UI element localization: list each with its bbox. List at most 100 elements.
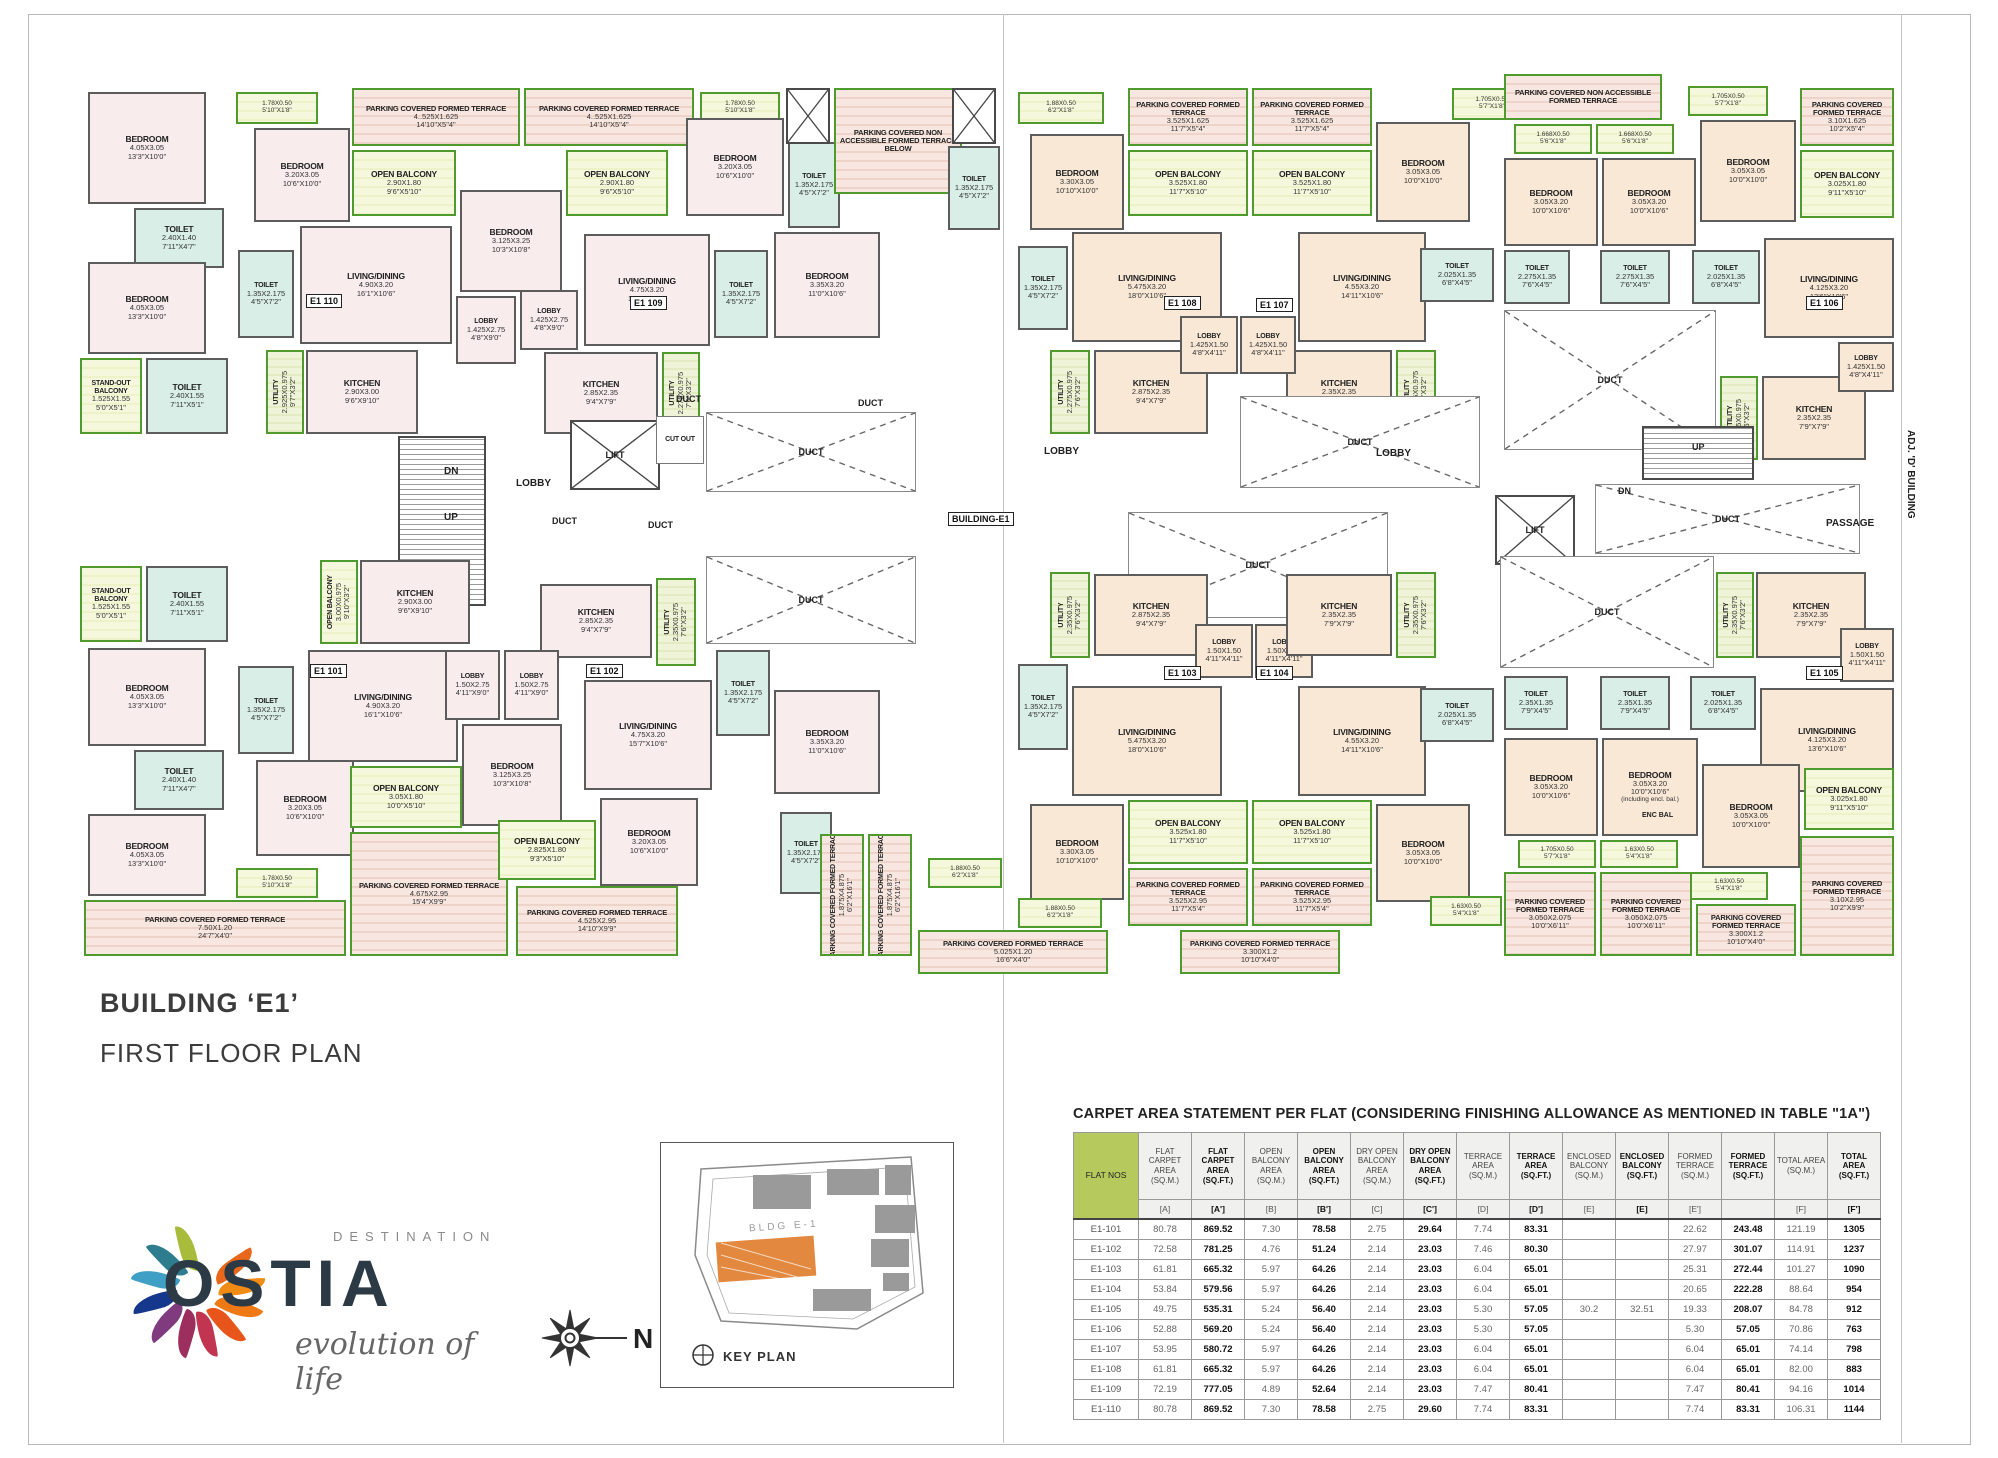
area-value-cell: 23.03 [1403, 1279, 1457, 1300]
area-value-cell [1615, 1259, 1669, 1280]
col-bracket-label: [C'] [1403, 1199, 1457, 1220]
area-value-cell: 243.48 [1721, 1218, 1775, 1240]
area-value-cell: 6.04 [1456, 1339, 1510, 1360]
area-value-cell [1615, 1239, 1669, 1260]
area-value-cell: 56.40 [1297, 1319, 1351, 1340]
area-value-cell [1562, 1399, 1616, 1420]
area-value-cell: 954 [1827, 1279, 1881, 1300]
area-value-cell: 5.97 [1244, 1259, 1298, 1280]
area-value-cell: 6.04 [1456, 1359, 1510, 1380]
plan-text-lobby: LOBBY [1376, 448, 1411, 459]
area-value-cell: 301.07 [1721, 1239, 1775, 1260]
area-value-cell: 49.75 [1138, 1299, 1192, 1320]
area-value-cell: 665.32 [1191, 1259, 1245, 1280]
building-title: BUILDING ‘E1’ [100, 988, 300, 1018]
col-bracket-label: [E] [1615, 1199, 1669, 1220]
area-value-cell: 78.58 [1297, 1218, 1351, 1240]
area-value-cell: 27.97 [1668, 1239, 1722, 1260]
plan-duct: DUCT [706, 412, 916, 492]
area-value-cell: 57.05 [1509, 1299, 1563, 1320]
area-value-cell: 30.2 [1562, 1299, 1616, 1320]
area-value-cell: 2.14 [1350, 1299, 1404, 1320]
table-title: CARPET AREA STATEMENT PER FLAT (CONSIDER… [1073, 1106, 1871, 1122]
area-value-cell: 65.01 [1721, 1359, 1775, 1380]
area-value-cell [1615, 1319, 1669, 1340]
plan-room: PARKING COVERED NON ACCESSIBLE FORMED TE… [834, 88, 962, 194]
flat-badge-e1-104: E1 104 [1256, 666, 1293, 680]
col-bracket-label: [E'] [1668, 1199, 1722, 1220]
area-value-cell: 4.76 [1244, 1239, 1298, 1260]
area-value-cell: 29.64 [1403, 1218, 1457, 1240]
area-value-cell: 1144 [1827, 1399, 1881, 1420]
area-value-cell: 1305 [1827, 1218, 1881, 1240]
area-value-cell: 777.05 [1191, 1379, 1245, 1400]
area-value-cell: 5.24 [1244, 1319, 1298, 1340]
area-value-cell: 57.05 [1721, 1319, 1775, 1340]
carpet-area-statement: CARPET AREA STATEMENT PER FLAT (CONSIDER… [1073, 1106, 1885, 1420]
plan-duct-label: DUCT [1347, 437, 1373, 447]
plan-text-enc-bal: ENC BAL [1642, 812, 1674, 819]
area-value-cell: 7.30 [1244, 1218, 1298, 1240]
col-header: OPEN BALCONY AREA (SQ.FT.) [1297, 1132, 1351, 1200]
col-bracket-label: [D] [1456, 1199, 1510, 1220]
col-header: DRY OPEN BALCONY AREA (SQ.FT.) [1403, 1132, 1457, 1200]
area-value-cell: 912 [1827, 1299, 1881, 1320]
flat-id-cell: E1-102 [1073, 1239, 1139, 1260]
area-value-cell: 272.44 [1721, 1259, 1775, 1280]
area-value-cell: 579.56 [1191, 1279, 1245, 1300]
col-bracket-label: [F'] [1827, 1199, 1881, 1220]
area-value-cell: 64.26 [1297, 1359, 1351, 1380]
plan-duct-label: DUCT [798, 595, 824, 605]
area-value-cell: 23.03 [1403, 1299, 1457, 1320]
area-value-cell: 82.00 [1774, 1359, 1828, 1380]
plan-lift-label: LIFT [605, 450, 625, 460]
area-value-cell [1562, 1218, 1616, 1240]
flat-badge-e1-109: E1 109 [630, 296, 667, 310]
compass-north-label: N [633, 1323, 653, 1354]
area-value-cell: 52.88 [1138, 1319, 1192, 1340]
area-value-cell: 52.64 [1297, 1379, 1351, 1400]
area-value-cell: 70.86 [1774, 1319, 1828, 1340]
area-value-cell [1615, 1399, 1669, 1420]
page-border [28, 14, 1971, 1445]
plan-duct: DUCT [706, 556, 916, 644]
area-value-cell: 22.62 [1668, 1218, 1722, 1240]
col-header: FLAT CARPET AREA (SQ.M.) [1138, 1132, 1192, 1200]
area-value-cell: 5.30 [1456, 1319, 1510, 1340]
